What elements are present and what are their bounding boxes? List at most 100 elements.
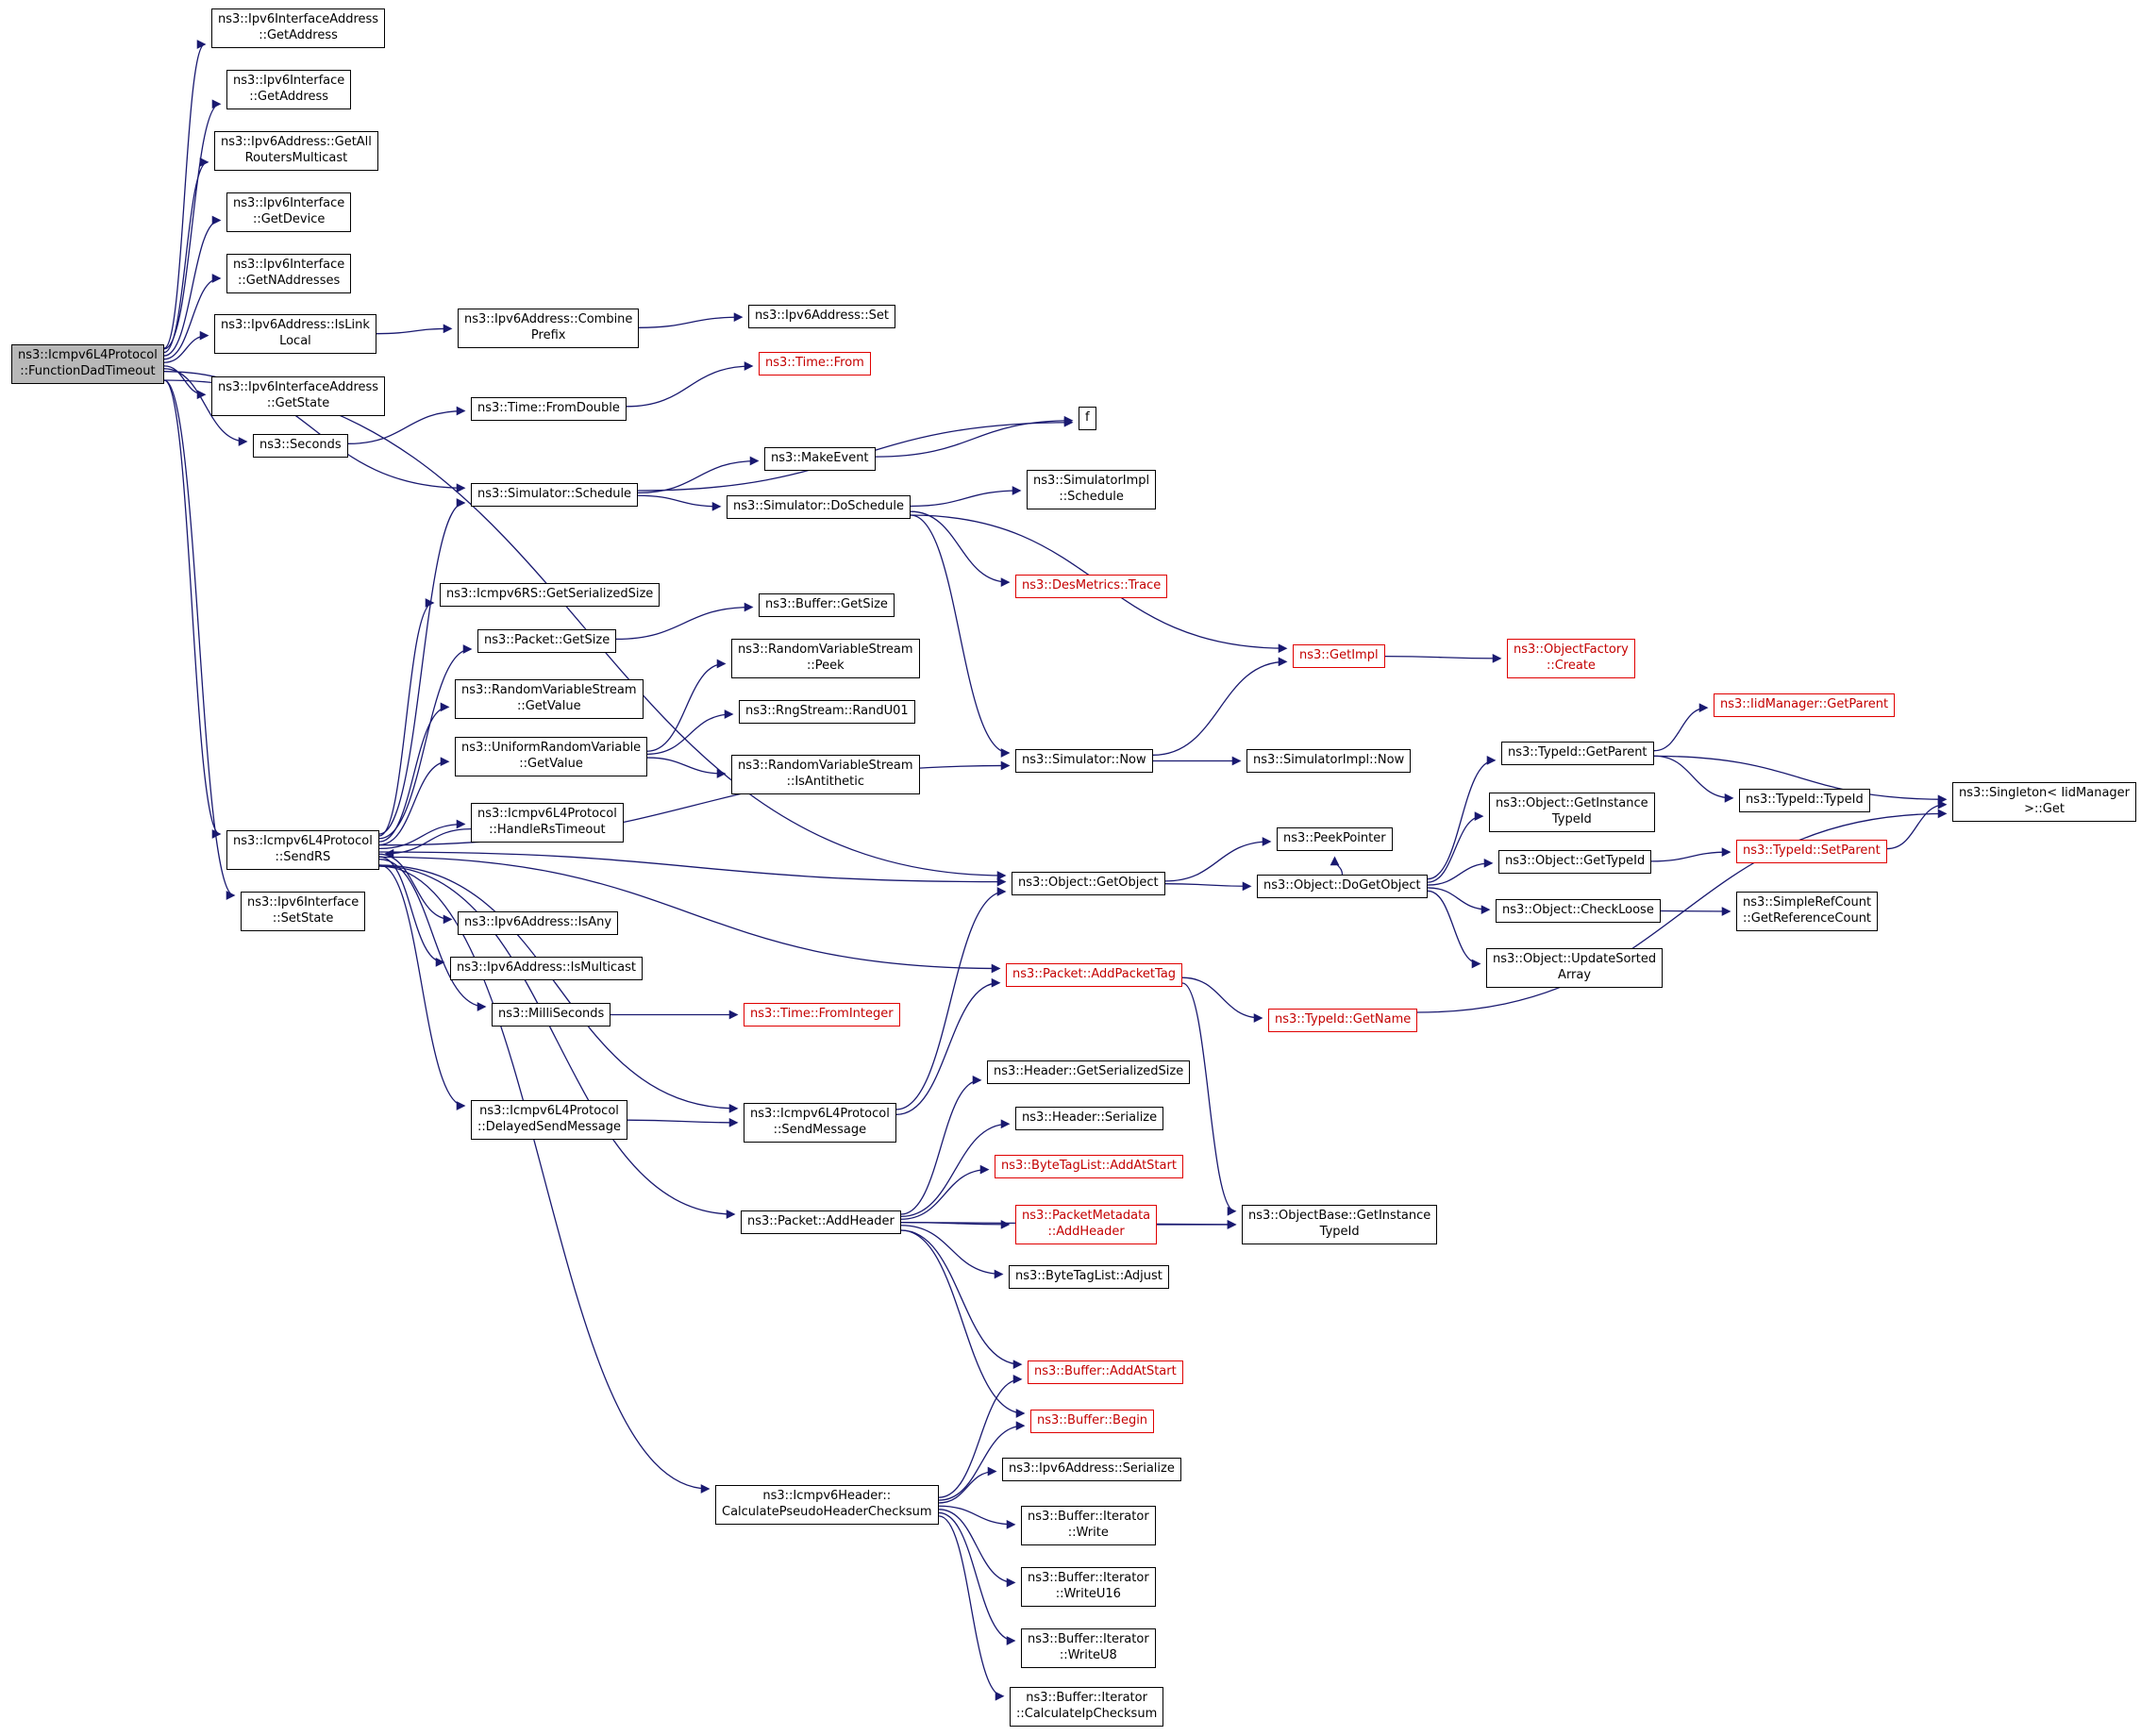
node-adjust[interactable]: ns3::ByteTagList::Adjust <box>1009 1265 1169 1289</box>
edge-packet-addheader--header-serialize <box>900 1119 1011 1218</box>
edge-checksum--calcipchecksum <box>938 1515 1005 1701</box>
node-writeu16[interactable]: ns3::Buffer::Iterator ::WriteU16 <box>1021 1567 1156 1607</box>
node-schedule[interactable]: ns3::Simulator::Schedule <box>471 483 639 507</box>
edge-checksum--ipv6-serialize <box>938 1466 997 1504</box>
node-peekpointer[interactable]: ns3::PeekPointer <box>1277 827 1393 851</box>
node-combineprefix[interactable]: ns3::Ipv6Address::Combine Prefix <box>458 309 640 348</box>
node-seconds[interactable]: ns3::Seconds <box>253 434 348 458</box>
node-header-getserializedsize[interactable]: ns3::Header::GetSerializedSize <box>987 1060 1191 1084</box>
node-gettypeid[interactable]: ns3::Object::GetTypeId <box>1498 850 1652 874</box>
edge-packet-addheader--adjust <box>900 1225 1004 1279</box>
node-dogetobject[interactable]: ns3::Object::DoGetObject <box>1257 875 1428 898</box>
node-delayedsendmessage[interactable]: ns3::Icmpv6L4Protocol ::DelayedSendMessa… <box>471 1100 628 1140</box>
node-checksum[interactable]: ns3::Icmpv6Header:: CalculatePseudoHeade… <box>715 1485 939 1525</box>
edge-sendrs--urv-getvalue <box>378 757 450 846</box>
node-btl-addatstart[interactable]: ns3::ByteTagList::AddAtStart <box>995 1155 1183 1178</box>
node-updatesortedarray[interactable]: ns3::Object::UpdateSorted Array <box>1486 948 1664 988</box>
node-ipv6-serialize[interactable]: ns3::Ipv6Address::Serialize <box>1002 1458 1181 1481</box>
node-peek[interactable]: ns3::RandomVariableStream ::Peek <box>731 639 920 678</box>
node-packet-addheader[interactable]: ns3::Packet::AddHeader <box>741 1210 901 1234</box>
node-typeid-getparent[interactable]: ns3::TypeId::GetParent <box>1501 742 1654 765</box>
edge-sendrs--sendmessage <box>378 864 739 1113</box>
node-write[interactable]: ns3::Buffer::Iterator ::Write <box>1021 1506 1156 1545</box>
node-getobject[interactable]: ns3::Object::GetObject <box>1012 872 1165 895</box>
edge-functiondadtimeout--i-getaddress <box>163 99 222 350</box>
node-fromdouble[interactable]: ns3::Time::FromDouble <box>471 397 627 421</box>
node-iidmanager-getparent[interactable]: ns3::IidManager::GetParent <box>1714 693 1896 717</box>
node-islinklocal[interactable]: ns3::Ipv6Address::IsLink Local <box>214 314 376 354</box>
edge-getimpl--create <box>1384 653 1502 663</box>
edge-dogetobject--updatesortedarray <box>1427 890 1481 969</box>
edge-urv-getvalue--peek <box>646 659 727 752</box>
node-isantithetic[interactable]: ns3::RandomVariableStream ::IsAntithetic <box>731 755 920 794</box>
node-getimpl[interactable]: ns3::GetImpl <box>1293 644 1385 668</box>
node-addpackettag[interactable]: ns3::Packet::AddPacketTag <box>1006 963 1183 987</box>
edge-functiondadtimeout--sendrs <box>163 379 222 839</box>
node-ob-getinstancetypeid[interactable]: ns3::ObjectBase::GetInstance TypeId <box>1242 1205 1438 1244</box>
node-header-serialize[interactable]: ns3::Header::Serialize <box>1015 1107 1164 1130</box>
edge-addpackettag--getname <box>1181 976 1263 1023</box>
edge-sendrs--addpackettag <box>378 856 1001 974</box>
node-i-getaddress[interactable]: ns3::Ipv6Interface ::GetAddress <box>226 70 352 109</box>
node-getinstancetypeid[interactable]: ns3::Object::GetInstance TypeId <box>1489 793 1655 832</box>
node-frominteger[interactable]: ns3::Time::FromInteger <box>744 1003 900 1027</box>
edge-combineprefix--set <box>638 312 744 328</box>
node-sendrs[interactable]: ns3::Icmpv6L4Protocol ::SendRS <box>226 830 379 870</box>
edge-sendmessage--addpackettag <box>895 977 1001 1115</box>
node-setparent[interactable]: ns3::TypeId::SetParent <box>1736 840 1887 863</box>
node-buffer-getsize[interactable]: ns3::Buffer::GetSize <box>759 593 895 617</box>
node-doschedule[interactable]: ns3::Simulator::DoSchedule <box>727 495 912 519</box>
edge-sendmessage--getobject <box>895 887 1007 1110</box>
node-time-from[interactable]: ns3::Time::From <box>759 352 871 376</box>
edge-functiondadtimeout--islinklocal <box>163 330 209 363</box>
node-ia-getstate[interactable]: ns3::Ipv6InterfaceAddress ::GetState <box>211 376 386 416</box>
node-f[interactable]: f <box>1079 407 1096 430</box>
node-begin[interactable]: ns3::Buffer::Begin <box>1030 1410 1155 1433</box>
node-simulatorimpl-schedule[interactable]: ns3::SimulatorImpl ::Schedule <box>1027 470 1157 509</box>
node-isany[interactable]: ns3::Ipv6Address::IsAny <box>458 911 619 935</box>
node-buffer-addatstart[interactable]: ns3::Buffer::AddAtStart <box>1028 1360 1183 1384</box>
node-ia-getaddress[interactable]: ns3::Ipv6InterfaceAddress ::GetAddress <box>211 8 386 48</box>
node-singleton-get[interactable]: ns3::Singleton< IidManager >::Get <box>1952 782 2137 822</box>
node-urv-getvalue[interactable]: ns3::UniformRandomVariable ::GetValue <box>455 737 648 776</box>
node-simulatorimpl-now[interactable]: ns3::SimulatorImpl::Now <box>1246 749 1412 773</box>
edge-getobject--peekpointer <box>1164 837 1272 882</box>
edge-packet-addheader--begin <box>900 1229 1026 1418</box>
edge-addpackettag--ob-getinstancetypeid <box>1181 982 1237 1216</box>
edge-setparent--singleton-get <box>1886 799 1948 850</box>
node-makeevent[interactable]: ns3::MakeEvent <box>764 447 876 471</box>
edge-urv-getvalue--randu01 <box>646 709 734 756</box>
node-getreferencecount[interactable]: ns3::SimpleRefCount ::GetReferenceCount <box>1736 892 1879 931</box>
node-pm-addheader[interactable]: ns3::PacketMetadata ::AddHeader <box>1015 1205 1158 1244</box>
node-ismulticast[interactable]: ns3::Ipv6Address::IsMulticast <box>450 957 643 980</box>
node-getnaddresses[interactable]: ns3::Ipv6Interface ::GetNAddresses <box>226 254 352 293</box>
edge-functiondadtimeout--getnaddresses <box>163 274 222 360</box>
edge-gettypeid--setparent <box>1650 847 1731 862</box>
edge-dogetobject--getinstancetypeid <box>1427 811 1484 883</box>
node-handlerstimeout[interactable]: ns3::Icmpv6L4Protocol ::HandleRsTimeout <box>471 803 624 843</box>
node-now[interactable]: ns3::Simulator::Now <box>1015 749 1153 773</box>
edge-checksum--writeu8 <box>938 1511 1016 1645</box>
node-trace[interactable]: ns3::DesMetrics::Trace <box>1015 575 1168 598</box>
node-set[interactable]: ns3::Ipv6Address::Set <box>748 305 895 328</box>
node-create[interactable]: ns3::ObjectFactory ::Create <box>1507 639 1635 678</box>
edge-dogetobject--checkloose <box>1427 887 1491 915</box>
node-milliseconds[interactable]: ns3::MilliSeconds <box>492 1003 611 1027</box>
node-getname[interactable]: ns3::TypeId::GetName <box>1268 1009 1418 1032</box>
node-getdevice[interactable]: ns3::Ipv6Interface ::GetDevice <box>226 192 352 232</box>
node-packet-getsize[interactable]: ns3::Packet::GetSize <box>477 629 617 653</box>
node-rs-getserializedsize[interactable]: ns3::Icmpv6RS::GetSerializedSize <box>440 583 661 607</box>
node-setstate[interactable]: ns3::Ipv6Interface ::SetState <box>241 892 366 931</box>
edge-dogetobject--peekpointer <box>1330 856 1344 876</box>
node-checkloose[interactable]: ns3::Object::CheckLoose <box>1496 899 1661 923</box>
node-functiondadtimeout[interactable]: ns3::Icmpv6L4Protocol ::FunctionDadTimeo… <box>11 344 164 384</box>
node-typeid-typeid[interactable]: ns3::TypeId::TypeId <box>1739 789 1870 812</box>
node-writeu8[interactable]: ns3::Buffer::Iterator ::WriteU8 <box>1021 1628 1156 1668</box>
node-rvs-getvalue[interactable]: ns3::RandomVariableStream ::GetValue <box>455 679 644 719</box>
edge-sendrs--packet-addheader <box>378 865 736 1219</box>
node-randu01[interactable]: ns3::RngStream::RandU01 <box>739 700 915 724</box>
edge-typeid-getparent--typeid-typeid <box>1653 755 1734 803</box>
node-getallroutersmulticast[interactable]: ns3::Ipv6Address::GetAll RoutersMulticas… <box>214 131 378 171</box>
node-calcipchecksum[interactable]: ns3::Buffer::Iterator ::CalculateIpCheck… <box>1010 1687 1164 1727</box>
node-sendmessage[interactable]: ns3::Icmpv6L4Protocol ::SendMessage <box>744 1103 896 1143</box>
